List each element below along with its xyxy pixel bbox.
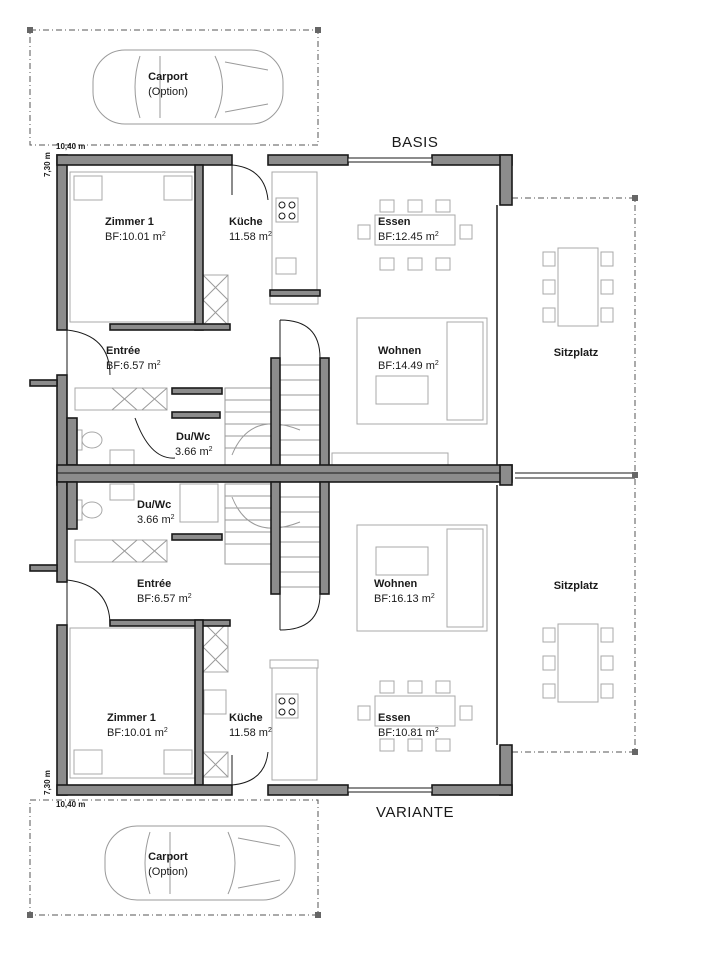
room-name: Zimmer 1: [107, 712, 156, 724]
carport-option-note: (Option): [148, 86, 188, 98]
room-kueche-top: Küche 11.58 m2: [229, 216, 272, 243]
room-entree-bottom: Entrée BF:6.57 m2: [137, 578, 192, 605]
doors: [66, 164, 321, 786]
room-name: Küche: [229, 216, 263, 228]
room-area: 11.58 m2: [229, 231, 272, 243]
room-essen-top: Essen BF:12.45 m2: [378, 216, 439, 243]
room-area: BF:10.01 m2: [105, 231, 166, 243]
furniture: [69, 171, 488, 781]
room-name: Du/Wc: [137, 499, 171, 511]
room-area: BF:6.57 m2: [137, 593, 192, 605]
room-area: 3.66 m2: [137, 514, 175, 526]
room-name: Wohnen: [374, 578, 417, 590]
room-area: BF:10.81 m2: [378, 727, 439, 739]
car-icon: [104, 825, 296, 901]
room-name: Essen: [378, 712, 411, 724]
room-wohnen-top: Wohnen BF:14.49 m2: [378, 345, 439, 372]
carport-label: Carport: [148, 851, 188, 863]
room-kueche-bottom: Küche 11.58 m2: [229, 712, 272, 739]
room-zimmer-top: Zimmer 1 BF:10.01 m2: [105, 216, 166, 243]
plan-title-basis: BASIS: [392, 134, 439, 151]
width-dimension-top: 10,40 m: [56, 142, 85, 151]
walls: [29, 154, 513, 796]
room-area: BF:14.49 m2: [378, 360, 439, 372]
staircase-bottom: [224, 483, 320, 588]
room-area: 11.58 m2: [229, 727, 272, 739]
depth-dimension-top: 7,30 m: [43, 152, 52, 177]
carport-label: Carport: [148, 71, 188, 83]
room-duwc-bottom: Du/Wc 3.66 m2: [137, 499, 175, 526]
room-name: Zimmer 1: [105, 216, 154, 228]
room-area: BF:6.57 m2: [106, 360, 161, 372]
carport-top: Carport (Option): [27, 27, 321, 146]
room-name: Entrée: [106, 345, 140, 357]
sitzplatz-label-bottom: Sitzplatz: [554, 580, 599, 592]
room-zimmer-bottom: Zimmer 1 BF:10.01 m2: [107, 712, 168, 739]
carport-option-note: (Option): [148, 866, 188, 878]
width-dimension-bottom: 10,40 m: [56, 800, 85, 809]
terrace-area: Sitzplatz Sitzplatz: [512, 195, 638, 755]
plan-title-variante: VARIANTE: [376, 804, 454, 821]
room-area: BF:12.45 m2: [378, 231, 439, 243]
room-wohnen-bottom: Wohnen BF:16.13 m2: [374, 578, 435, 605]
sitzplatz-label-top: Sitzplatz: [554, 347, 599, 359]
carport-bottom: Carport (Option): [27, 799, 321, 918]
room-name: Wohnen: [378, 345, 421, 357]
room-essen-bottom: Essen BF:10.81 m2: [378, 712, 439, 739]
car-icon: [92, 49, 284, 125]
room-area: 3.66 m2: [175, 446, 213, 458]
room-name: Essen: [378, 216, 411, 228]
room-duwc-top: Du/Wc 3.66 m2: [175, 431, 213, 458]
room-entree-top: Entrée BF:6.57 m2: [106, 345, 161, 372]
room-name: Du/Wc: [176, 431, 210, 443]
room-area: BF:16.13 m2: [374, 593, 435, 605]
room-name: Küche: [229, 712, 263, 724]
room-name: Entrée: [137, 578, 171, 590]
depth-dimension-bottom: 7,30 m: [43, 770, 52, 795]
room-area: BF:10.01 m2: [107, 727, 168, 739]
